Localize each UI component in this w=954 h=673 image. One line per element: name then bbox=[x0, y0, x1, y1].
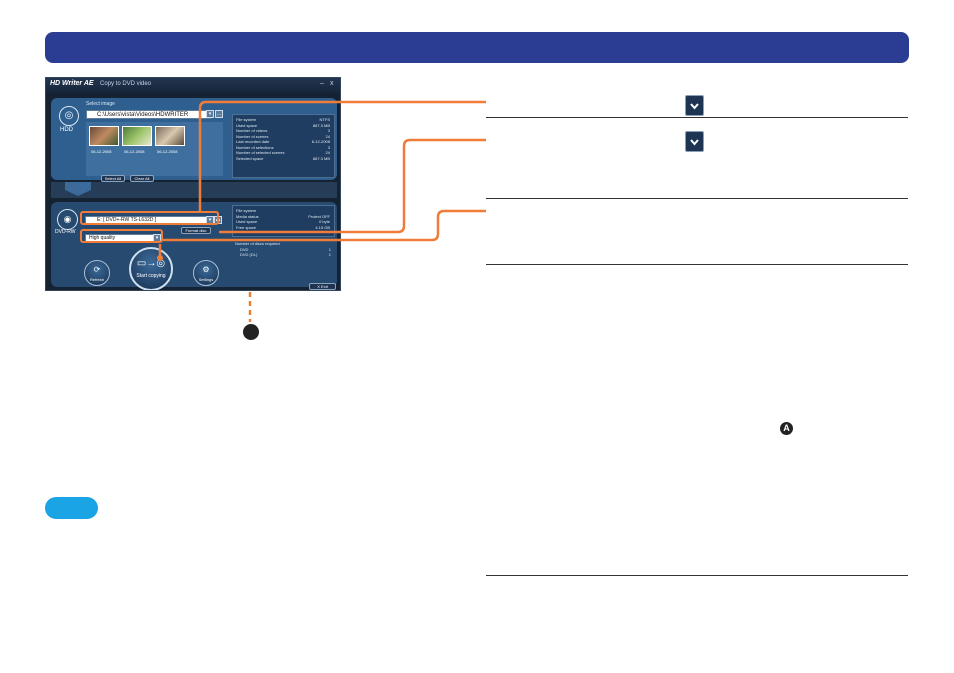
refresh-button[interactable]: ⟳ Refresh bbox=[84, 260, 110, 286]
divider-line bbox=[486, 198, 908, 199]
hdd-label: HDD bbox=[60, 127, 73, 133]
select-all-button[interactable]: Select All bbox=[101, 175, 125, 182]
dvd-label: DVD-RW bbox=[55, 229, 76, 235]
source-path-field[interactable]: C:\Users\vista\Videos\HDWRITER bbox=[86, 110, 211, 119]
info-row: DVD (DL)1 bbox=[240, 252, 331, 257]
section-header-bar bbox=[45, 32, 909, 63]
marker-a-filled bbox=[243, 324, 259, 340]
minimize-button[interactable]: – bbox=[320, 80, 324, 87]
close-button[interactable]: x bbox=[330, 80, 334, 87]
discs-required-title: Number of discs required bbox=[235, 241, 280, 246]
marker-a-icon: A bbox=[780, 422, 793, 435]
app-subtitle: Copy to DVD video bbox=[100, 81, 152, 87]
start-copying-button[interactable]: ▭→◎ Start copying bbox=[129, 247, 173, 290]
divider-line bbox=[486, 575, 908, 576]
path-dropdown-button[interactable]: ▾ bbox=[206, 110, 214, 118]
thumbnail-date: 06-12-2008 bbox=[124, 149, 145, 154]
divider-line bbox=[486, 264, 908, 265]
thumbnail-1[interactable] bbox=[89, 126, 119, 146]
down-arrow-icon bbox=[65, 182, 91, 196]
settings-button[interactable]: ⚙ Settings bbox=[193, 260, 219, 286]
quality-highlight bbox=[80, 229, 163, 243]
clear-all-button[interactable]: Clear All bbox=[130, 175, 154, 182]
exit-button[interactable]: X Exit bbox=[309, 283, 336, 290]
drive-highlight bbox=[80, 211, 219, 225]
copy-to-disc-icon: ▭→◎ bbox=[136, 258, 166, 269]
app-window: HD Writer AE Copy to DVD video – x ◎ HDD… bbox=[45, 77, 341, 291]
divider-line bbox=[486, 117, 908, 118]
settings-icon: ⚙ bbox=[202, 265, 210, 274]
thumbnail-date: 06-12-2008 bbox=[157, 149, 178, 154]
note-badge bbox=[45, 497, 98, 519]
thumbnail-date: 06-12-2008 bbox=[91, 149, 112, 154]
app-title: HD Writer AE bbox=[50, 80, 94, 87]
thumbnail-2[interactable] bbox=[122, 126, 152, 146]
select-image-label: Select image bbox=[86, 101, 115, 107]
browse-folder-button[interactable]: … bbox=[215, 110, 223, 118]
disc-icon: ◉ bbox=[57, 209, 78, 230]
hdd-icon: ◎ bbox=[59, 106, 79, 126]
refresh-icon: ⟳ bbox=[93, 265, 101, 274]
flow-arrow-strip bbox=[51, 182, 337, 198]
dropdown-chevron-icon bbox=[685, 95, 704, 116]
dropdown-chevron-icon bbox=[685, 131, 704, 152]
thumbnail-3[interactable] bbox=[155, 126, 185, 146]
thumbnail-area: 06-12-2008 06-12-2008 06-12-2008 bbox=[86, 122, 223, 176]
format-disc-button[interactable]: Format disc bbox=[181, 227, 211, 234]
app-titlebar: HD Writer AE Copy to DVD video – x bbox=[46, 78, 340, 93]
